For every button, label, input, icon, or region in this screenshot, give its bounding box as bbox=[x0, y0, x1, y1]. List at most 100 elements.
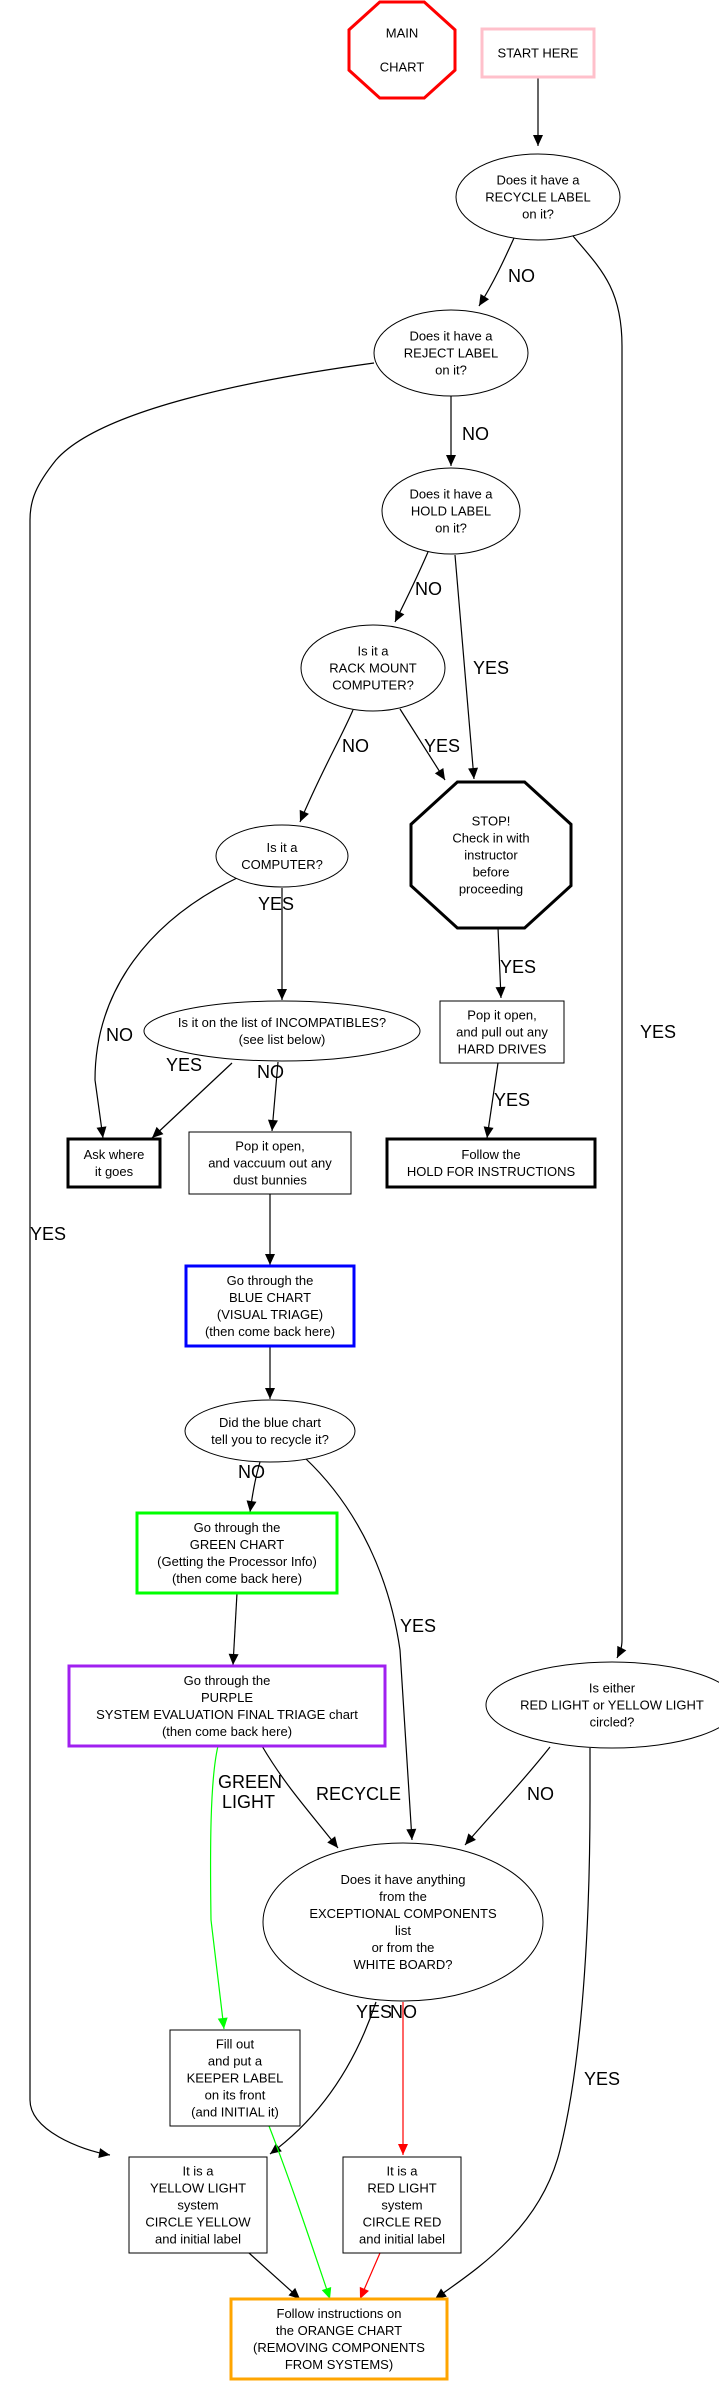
edge-label: NO bbox=[257, 1062, 284, 1082]
node-shape-ellipse bbox=[262, 1842, 544, 2002]
node-text-line: Go through the bbox=[184, 1673, 271, 1688]
node-text-line: EXCEPTIONAL COMPONENTS bbox=[309, 1906, 497, 1921]
edge-label: YES bbox=[400, 1616, 436, 1636]
node-text-line: and pull out any bbox=[456, 1025, 548, 1040]
node-text-line: list bbox=[395, 1923, 411, 1938]
node-shape-box bbox=[188, 1131, 352, 1195]
node-text-line: HARD DRIVES bbox=[458, 1042, 547, 1057]
node-text-line: Is either bbox=[589, 1681, 636, 1696]
edge-line bbox=[497, 927, 502, 999]
node-text-line: and initial label bbox=[155, 2232, 241, 2247]
node-text-line: Is it a bbox=[357, 644, 389, 659]
edge-green_chart-to-purple_chart bbox=[228, 1592, 239, 1666]
edge-incompatibles-to-ask_where bbox=[151, 1062, 233, 1139]
arrowhead-icon bbox=[228, 1653, 239, 1665]
node-shape-box bbox=[184, 1264, 356, 1348]
edge-computer-to-ask_where bbox=[94, 877, 238, 1139]
edge-reject_label-to-hold_label bbox=[446, 396, 456, 466]
node-text-line: BLUE CHART bbox=[229, 1290, 311, 1305]
arrowhead-icon bbox=[495, 986, 506, 998]
arrowhead-icon bbox=[265, 1388, 275, 1399]
edge-stop-to-pull_hard_drives bbox=[495, 927, 506, 999]
edge-label: YES bbox=[584, 2069, 620, 2089]
node-text-line: Follow instructions on bbox=[277, 2306, 402, 2321]
node-text-line: (then come back here) bbox=[205, 1324, 335, 1339]
edge-label: YES bbox=[640, 1022, 676, 1042]
node-text-line: system bbox=[381, 2198, 422, 2213]
edge-rack_mount-to-stop bbox=[399, 708, 446, 781]
edge-label: YES bbox=[356, 2002, 392, 2022]
node-text-line: (then come back here) bbox=[172, 1571, 302, 1586]
node-text-line: KEEPER LABEL bbox=[187, 2071, 284, 2086]
edge-label: YES bbox=[473, 658, 509, 678]
edge-line bbox=[151, 1062, 233, 1139]
node-text-line: and initial label bbox=[359, 2232, 445, 2247]
node-text-line: COMPUTER? bbox=[241, 857, 323, 872]
arrowhead-icon bbox=[288, 2287, 300, 2299]
edge-hold_label-to-rack_mount bbox=[394, 551, 429, 623]
node-stop[interactable]: STOP!Check in withinstructorbeforeprocee… bbox=[409, 780, 573, 930]
node-shape-ellipse bbox=[300, 624, 446, 712]
edge-yellow_light-to-orange_chart bbox=[248, 2252, 301, 2300]
node-text-line: system bbox=[177, 2198, 218, 2213]
node-text-line: on it? bbox=[522, 207, 554, 222]
edge-label: YES bbox=[494, 1090, 530, 1110]
node-text-line: Check in with bbox=[452, 831, 529, 846]
node-shape-box bbox=[385, 1137, 597, 1189]
edge-reject_label-to-yellow_light bbox=[29, 362, 375, 2158]
node-text-line: the ORANGE CHART bbox=[276, 2323, 402, 2338]
node-text-line: MAIN bbox=[386, 26, 419, 41]
node-text-line: START HERE bbox=[498, 46, 579, 61]
arrowhead-icon bbox=[98, 2148, 110, 2158]
arrowhead-icon bbox=[465, 1833, 476, 1845]
edge-purple_chart-to-exceptional bbox=[261, 1745, 339, 1849]
node-text-line: Pop it open, bbox=[235, 1139, 304, 1154]
edge-pull_hard_drives-to-hold_instructions bbox=[483, 1062, 499, 1139]
edge-light_circled-to-orange_chart bbox=[434, 1748, 591, 2300]
edge-line bbox=[304, 1457, 413, 1841]
node-text-line: and put a bbox=[208, 2054, 263, 2069]
node-text-line: Does it have a bbox=[409, 329, 493, 344]
edge-rack_mount-to-computer bbox=[299, 709, 354, 823]
edge-line bbox=[464, 1746, 551, 1846]
node-text-line: and vaccuum out any bbox=[208, 1156, 332, 1171]
node-shape-box bbox=[229, 2297, 449, 2381]
node-text-line: HOLD LABEL bbox=[411, 504, 491, 519]
node-start[interactable]: START HERE bbox=[480, 27, 596, 79]
node-shape-ellipse bbox=[455, 153, 621, 241]
node-incompatibles[interactable]: Is it on the list of INCOMPATIBLES?(see … bbox=[143, 1000, 421, 1062]
node-shape-octagon bbox=[409, 780, 573, 930]
arrowhead-icon bbox=[265, 1254, 275, 1265]
node-text-line: RECYCLE LABEL bbox=[485, 190, 591, 205]
node-text-line: It is a bbox=[182, 2164, 214, 2179]
edge-incompatibles-to-vacuum bbox=[267, 1061, 279, 1132]
edge-line bbox=[268, 2125, 331, 2300]
node-shape-ellipse bbox=[184, 1399, 356, 1463]
edge-label: YES bbox=[30, 1224, 66, 1244]
arrowhead-icon bbox=[435, 2288, 447, 2299]
edge-label: NO bbox=[106, 1025, 133, 1045]
